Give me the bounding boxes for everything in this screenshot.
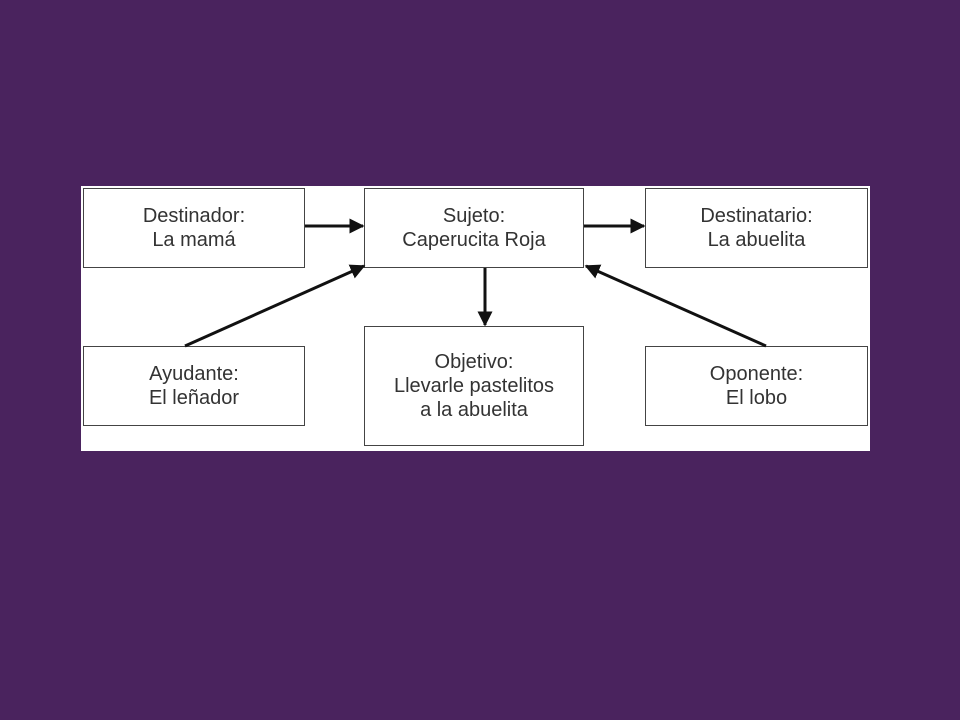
box-destinador-value: La mamá: [152, 229, 236, 251]
arrows-layer: [184, 218, 767, 348]
actantial-diagram: Destinador: La mamá Sujeto: Caperucita R…: [81, 186, 870, 451]
box-oponente-value: El lobo: [725, 387, 788, 409]
box-objetivo-value-line2: a la abuelita: [420, 399, 528, 421]
box-sujeto-value: Caperucita Roja: [402, 229, 546, 251]
box-destinador-role: Destinador:: [142, 205, 246, 227]
box-ayudante-value: El leñador: [148, 387, 240, 409]
arrow-oponente-to-sujeto: [584, 264, 767, 348]
box-sujeto: Sujeto: Caperucita Roja: [364, 188, 584, 268]
box-ayudante: Ayudante: El leñador: [83, 346, 305, 426]
box-destinatario-role: Destinatario:: [700, 205, 813, 227]
box-oponente-role: Oponente:: [709, 363, 804, 385]
box-sujeto-role: Sujeto:: [442, 205, 506, 227]
box-oponente: Oponente: El lobo: [645, 346, 868, 426]
box-ayudante-role: Ayudante:: [149, 363, 239, 385]
box-objetivo: Objetivo: Llevarle pastelitos a la abuel…: [364, 326, 584, 446]
arrow-ayudante-to-sujeto: [184, 264, 366, 348]
box-objetivo-role: Objetivo:: [434, 351, 514, 373]
box-objetivo-value-line1: Llevarle pastelitos: [393, 375, 555, 397]
box-destinatario-value: La abuelita: [707, 229, 806, 251]
box-destinatario: Destinatario: La abuelita: [645, 188, 868, 268]
box-destinador: Destinador: La mamá: [83, 188, 305, 268]
